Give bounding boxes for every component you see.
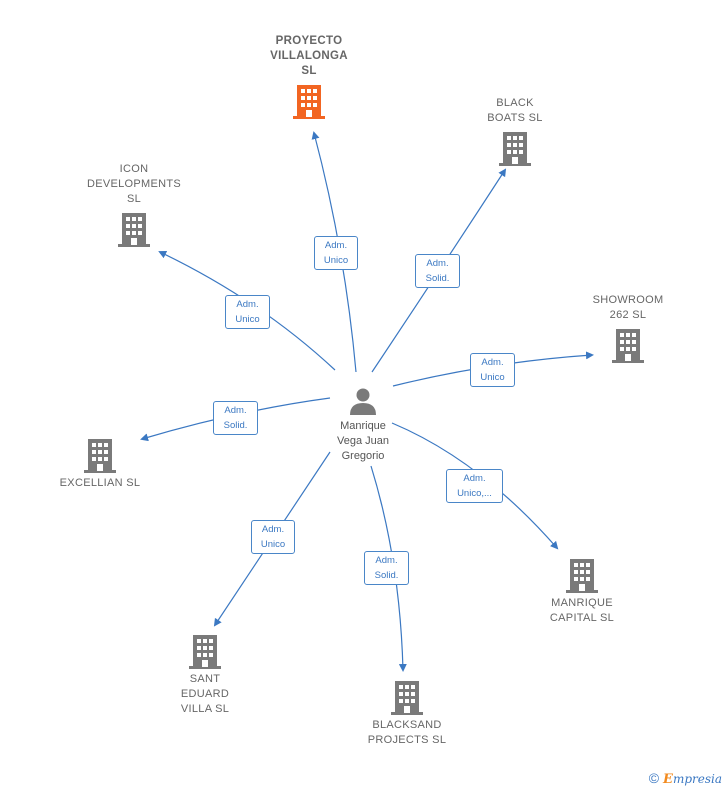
person-icon [350, 388, 376, 415]
company-name: SANT EDUARD VILLA SL [180, 673, 230, 715]
building-icon [189, 635, 221, 669]
company-name: BLACK BOATS SL [487, 97, 543, 124]
company-black-boats[interactable]: BLACK BOATS SL [470, 96, 560, 166]
copyright-icon: © [648, 770, 660, 786]
company-name: EXCELLIAN SL [59, 477, 141, 489]
company-blacksand-projects[interactable]: BLACKSAND PROJECTS SL [356, 679, 458, 748]
building-icon [84, 439, 116, 473]
company-excellian[interactable]: EXCELLIAN SL [48, 437, 152, 491]
company-name: BLACKSAND PROJECTS SL [367, 719, 447, 746]
brand-logo-e: E [663, 772, 673, 787]
company-icon-developments[interactable]: ICON DEVELOPMENTS SL [80, 162, 188, 247]
role-label-blacksand[interactable]: Adm. Solid. [364, 551, 409, 585]
company-name: MANRIQUE CAPITAL SL [549, 597, 615, 624]
building-icon [612, 329, 644, 363]
building-icon [293, 85, 325, 119]
building-icon [566, 559, 598, 593]
company-sant-eduard-villa[interactable]: SANT EDUARD VILLA SL [160, 633, 250, 717]
brand-logo-text: mpresia [672, 772, 722, 786]
building-icon [391, 681, 423, 715]
company-name: SHOWROOM 262 SL [592, 294, 664, 321]
role-label-excellian[interactable]: Adm. Solid. [213, 401, 258, 435]
company-showroom-262[interactable]: SHOWROOM 262 SL [580, 293, 676, 363]
role-label-manrique[interactable]: Adm. Unico,... [446, 469, 503, 503]
person-node[interactable]: Manrique Vega Juan Gregorio [318, 385, 408, 464]
building-icon [499, 132, 531, 166]
company-proyecto-villalonga[interactable]: PROYECTO VILLALONGA SL [258, 34, 360, 119]
role-label-icon[interactable]: Adm. Unico [225, 295, 270, 329]
company-name: ICON DEVELOPMENTS SL [86, 163, 182, 205]
building-icon [118, 213, 150, 247]
company-name: PROYECTO VILLALONGA SL [270, 35, 348, 77]
role-label-sant[interactable]: Adm. Unico [251, 520, 295, 554]
role-label-proyecto[interactable]: Adm. Unico [314, 236, 358, 270]
person-name: Manrique Vega Juan Gregorio [337, 420, 389, 462]
brand-watermark: ©Empresia [649, 770, 722, 787]
role-label-black[interactable]: Adm. Solid. [415, 254, 460, 288]
company-manrique-capital[interactable]: MANRIQUE CAPITAL SL [534, 557, 630, 626]
role-label-showroom[interactable]: Adm. Unico [470, 353, 515, 387]
